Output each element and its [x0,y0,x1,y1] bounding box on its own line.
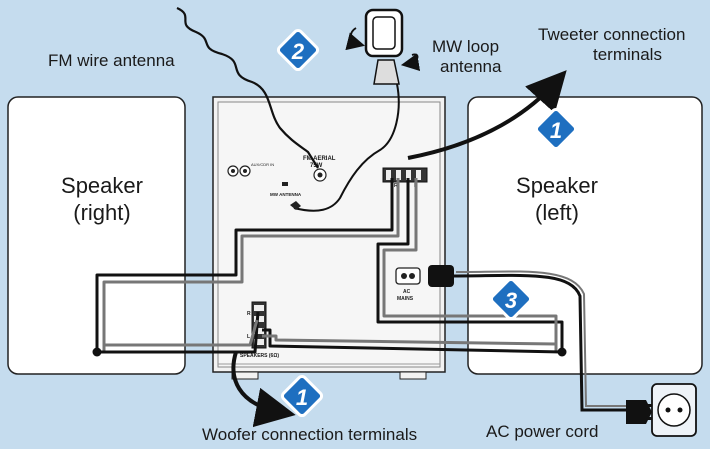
ac-power-cord [428,265,655,424]
woofer-step-badge [280,374,324,418]
ac-mains-socket [395,267,421,285]
woofer-arrow [231,351,296,428]
mw-loop-label-line2: antenna [440,57,502,76]
tweeter-step-number: 1 [550,118,562,143]
mw-step-number: 2 [291,39,305,64]
mw-loop-label-line1: MW loop [432,37,499,56]
speaker-left-label-line1: Speaker [516,173,598,198]
speaker-right-label-line1: Speaker [61,173,143,198]
mw-loop-plug [290,201,301,210]
right-speaker-terminal [92,347,102,357]
woofer-terminals-label: Woofer connection terminals [202,425,417,444]
tweeter-label-line1: Tweeter connection [538,25,685,44]
fm-antenna-label: FM wire antenna [48,51,175,70]
mains-step-number: 3 [505,288,517,313]
woofer-step-number: 1 [296,385,308,410]
speaker-left-label-line2: (left) [535,200,579,225]
mw-loop-antenna [345,8,421,85]
speaker-right-label-line2: (right) [73,200,130,225]
mains-step-badge [489,277,533,321]
fm-wire-antenna [176,6,319,169]
aux-cdr-in-marking: AUX/CDR IN [251,162,274,167]
left-speaker-terminal [557,347,567,357]
tweeter-r-marking: R [394,183,398,189]
mains-marking: MAINS [397,296,414,302]
speaker-wires [95,178,564,354]
tweeter-arrow [407,70,567,160]
tweeter-terminal-block [382,167,428,183]
mw-antenna-marking: MW ANTENNA [270,192,302,197]
ac-power-cord-label: AC power cord [486,422,598,441]
tweeter-label-line2: terminals [593,45,662,64]
mw-antenna-terminal [282,182,288,186]
mw-step-badge [276,28,320,72]
fm-aerial-marking: FM AERIAL [303,156,336,162]
aux-jacks [227,165,251,177]
wall-socket [651,383,697,437]
speakers-marking: SPEAKERS (6Ω) [240,353,279,359]
tweeter-step-badge [534,107,578,151]
ac-marking: AC [403,289,411,295]
woofer-l-marking: L [247,334,250,340]
speaker-right-box [7,96,186,375]
mw-loop-cable [293,83,400,212]
woofer-r-marking: R [247,311,251,317]
